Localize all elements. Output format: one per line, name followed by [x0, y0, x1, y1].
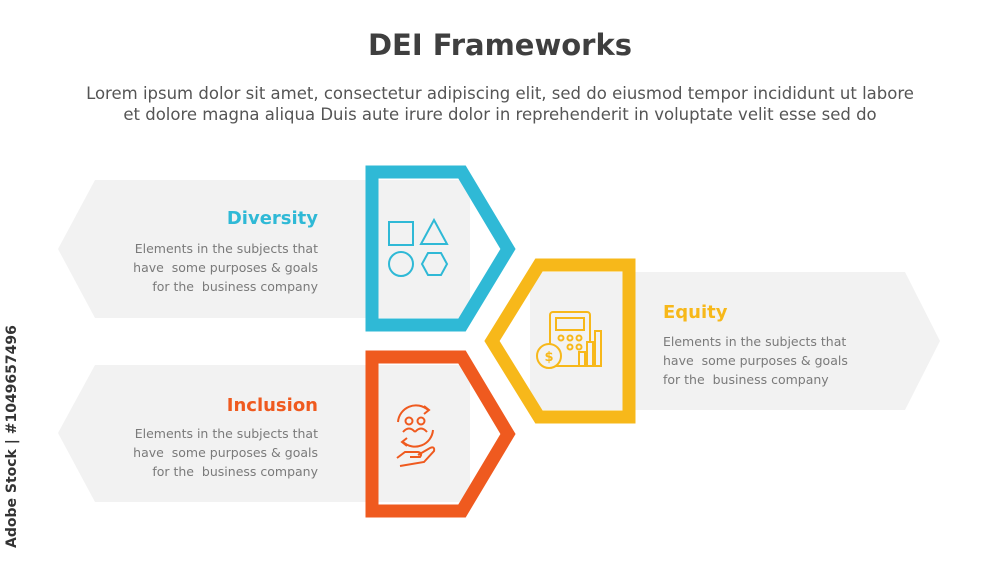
inclusion-label: Inclusion — [226, 395, 318, 416]
people-cycle-hand-icon — [396, 404, 436, 467]
page-subtitle: Lorem ipsum dolor sit amet, consectetur … — [30, 83, 970, 125]
subtitle-line-2: et dolore magna aliqua Duis aute irure d… — [123, 105, 877, 124]
dollar-sign-glyph: $ — [544, 350, 553, 365]
equity-label: Equity — [663, 302, 728, 323]
diversity-label: Diversity — [226, 208, 318, 229]
equity-description: Elements in the subjects that have some … — [663, 334, 848, 387]
page-title: DEI Frameworks — [367, 28, 633, 62]
subtitle-line-1: Lorem ipsum dolor sit amet, consectetur … — [86, 84, 914, 103]
equity-hexagon — [484, 258, 636, 424]
stock-watermark: Adobe Stock | #1049657496 — [4, 325, 20, 548]
inclusion-description: Elements in the subjects that have some … — [133, 426, 318, 479]
inclusion-hexagon — [365, 350, 516, 518]
diversity-hexagon — [365, 165, 516, 332]
diversity-description: Elements in the subjects that have some … — [133, 241, 318, 294]
shapes-icon — [388, 217, 449, 277]
calculator-money-chart-icon — [536, 311, 602, 369]
